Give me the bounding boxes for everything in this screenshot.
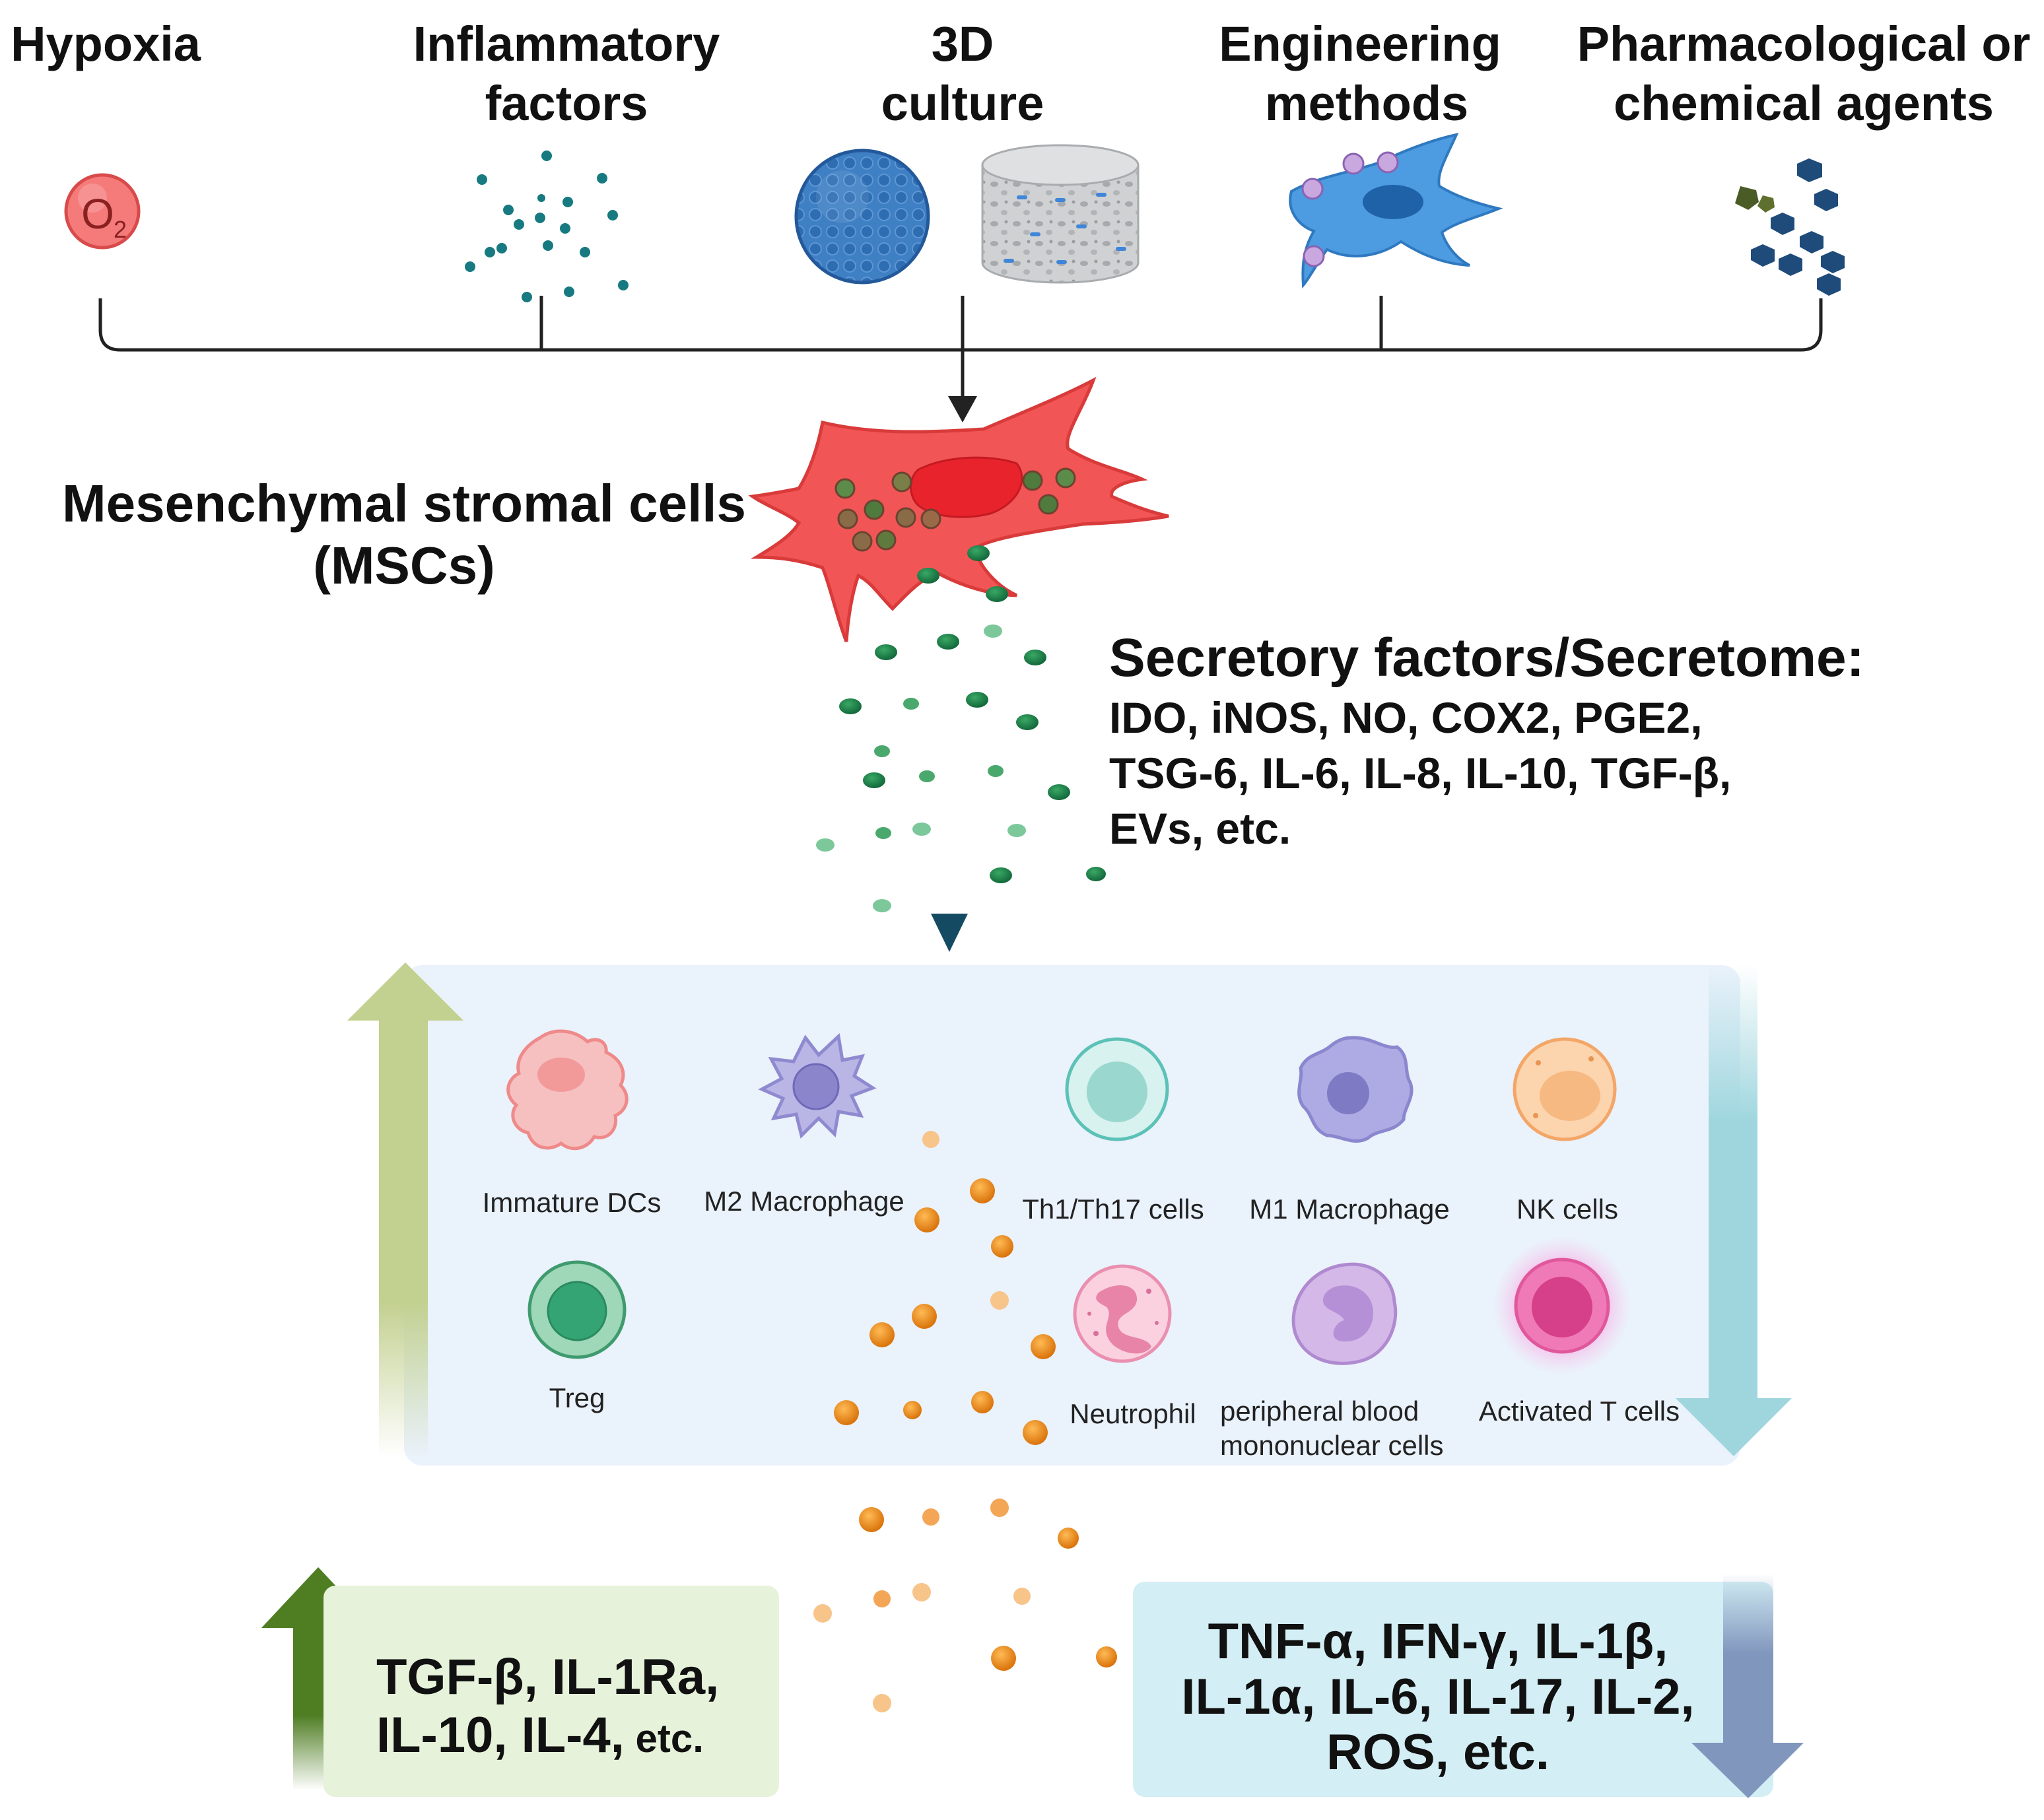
m2-macrophage-icon (758, 1032, 877, 1139)
pbmc-icon (1291, 1262, 1398, 1365)
msc-cell-icon (748, 376, 1169, 642)
factor-label-engineering: Engineering methods (1219, 17, 1501, 131)
factor-inflammatory-line1: Inflammatory (413, 17, 720, 71)
label-th1-th17: Th1/Th17 cells (1022, 1194, 1204, 1225)
up-cytokines-line2: IL-10, IL-4, etc. (376, 1707, 704, 1763)
inflammatory-dots-icon (465, 151, 629, 302)
oxygen-symbol: O (81, 190, 114, 238)
label-immature-dcs: Immature DCs (483, 1187, 662, 1218)
label-m2-macrophage: M2 Macrophage (704, 1186, 904, 1217)
oxygen-icon: O 2 (64, 173, 141, 250)
factor-pharma-line1: Pharmacological or (1577, 17, 2031, 71)
th1-th17-icon (1065, 1037, 1169, 1141)
msc-label-line1: Mesenchymal stromal cells (62, 474, 746, 533)
factor-label-3d-culture: 3D culture (881, 17, 1044, 131)
orange-cytokine-particles (813, 1131, 1117, 1712)
anti-inflammatory-box (324, 1586, 779, 1797)
immature-dc-icon (506, 1029, 629, 1151)
factor-engineering-line2: methods (1265, 76, 1468, 131)
secretome-line1: IDO, iNOS, NO, COX2, PGE2, (1109, 693, 1703, 742)
activated-t-cell-icon (1493, 1237, 1631, 1374)
factor-pharma-line2: chemical agents (1614, 76, 1994, 131)
factor-3d-line2: culture (881, 76, 1044, 131)
label-nk-cells: NK cells (1516, 1194, 1618, 1225)
down-cytokines-line2: IL-1α, IL-6, IL-17, IL-2, (1181, 1669, 1694, 1725)
up-cytokines-line2-small: etc. (625, 1716, 704, 1761)
factor-label-pharmacological: Pharmacological or chemical agents (1577, 17, 2031, 131)
secretome-title: Secretory factors/Secretome: (1109, 628, 1864, 688)
label-activated-t-cells: Activated T cells (1479, 1396, 1680, 1427)
label-treg: Treg (549, 1382, 605, 1413)
oxygen-subscript: 2 (114, 216, 127, 243)
factor-hypoxia-line1: Hypoxia (11, 17, 201, 71)
down-cytokines-line3: ROS, etc. (1326, 1724, 1550, 1780)
secretome-line2: TSG-6, IL-6, IL-8, IL-10, TGF-β, (1109, 749, 1731, 797)
engineered-cell-icon (1289, 133, 1503, 289)
factor-label-hypoxia: Hypoxia (11, 17, 201, 71)
label-neutrophil: Neutrophil (1070, 1398, 1196, 1429)
up-cytokines-line2-main: IL-10, IL-4, (376, 1707, 625, 1763)
down-arrow-dark (1691, 1574, 1804, 1798)
factor-3d-line1: 3D (932, 17, 994, 71)
down-arrow-light (1676, 965, 1792, 1456)
up-arrow-light (347, 962, 463, 1458)
label-pbmc-line1: peripheral blood (1220, 1396, 1419, 1427)
secretome-arrow-head (931, 914, 968, 952)
nk-cell-icon (1513, 1037, 1617, 1141)
green-secretome-particles (816, 545, 1106, 912)
label-m1-macrophage: M1 Macrophage (1249, 1194, 1450, 1225)
secretome-line3: EVs, etc. (1109, 804, 1291, 853)
pro-inflammatory-box (1133, 1582, 1773, 1797)
treg-icon (528, 1260, 627, 1359)
down-cytokines-line1: TNF-α, IFN-γ, IL-1β, (1208, 1613, 1668, 1669)
up-cytokines-line1: TGF-β, IL-1Ra, (376, 1649, 719, 1705)
m1-macrophage-icon (1297, 1036, 1414, 1143)
scaffold-icon (981, 144, 1140, 284)
spheroid-icon (794, 149, 930, 285)
factor-engineering-line1: Engineering (1219, 17, 1501, 71)
neutrophil-icon (1073, 1264, 1172, 1363)
label-pbmc-line2: mononuclear cells (1220, 1430, 1444, 1461)
msc-label-line2: (MSCs) (313, 536, 495, 595)
chemical-molecules-icon (1735, 158, 1845, 296)
factor-bracket (98, 298, 1823, 352)
factor-inflammatory-line2: factors (485, 76, 648, 131)
bracket-arrow-head (948, 396, 977, 422)
factor-label-inflammatory: Inflammatory factors (413, 17, 720, 131)
